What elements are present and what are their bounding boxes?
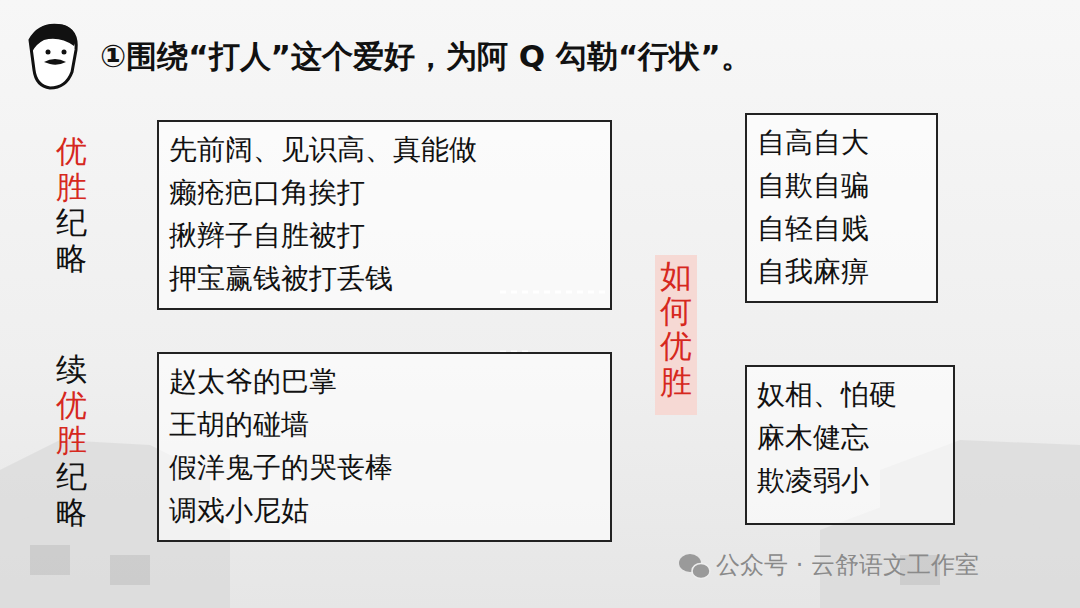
box-line: 自我麻痹 [757,250,926,293]
box-line: 自轻自贱 [757,207,926,250]
section-label: 续优胜纪略 [56,352,87,530]
vertical-label: 如何优胜 [660,259,692,400]
trait-box: 自高自大自欺自骗自轻自贱自我麻痹 [745,113,938,303]
box-line: 假洋鬼子的哭丧棒 [169,446,600,489]
slide-title: ①围绕“打人”这个爱好，为阿 Q 勾勒“行状”。 [100,36,752,78]
portrait-icon [30,24,76,88]
box-line: 奴相、怕硬 [757,373,943,416]
question-band: 如何优胜 [655,255,697,415]
wechat-icon [679,554,710,579]
box-line: 癞疮疤口角挨打 [169,171,600,214]
box-line: 先前阔、见识高、真能做 [169,128,600,171]
box-line: 自高自大 [757,121,926,164]
box-line: 王胡的碰墙 [169,403,600,446]
section-label: 优胜纪略 [56,134,87,277]
box-line: 押宝赢钱被打丢钱 [169,257,600,300]
box-line: 欺凌弱小 [757,459,943,502]
trait-box: 奴相、怕硬麻木健忘欺凌弱小 [745,365,955,525]
box-line: 揪辫子自胜被打 [169,214,600,257]
box-line: 调戏小尼姑 [169,489,600,532]
box-line: 赵太爷的巴掌 [169,360,600,403]
event-box: 先前阔、见识高、真能做癞疮疤口角挨打揪辫子自胜被打押宝赢钱被打丢钱 [157,120,612,310]
box-line: 麻木健忘 [757,416,943,459]
box-line: 自欺自骗 [757,164,926,207]
watermark: 公众号 · 云舒语文工作室 [716,549,979,581]
event-box: 赵太爷的巴掌王胡的碰墙假洋鬼子的哭丧棒调戏小尼姑 [157,352,612,542]
